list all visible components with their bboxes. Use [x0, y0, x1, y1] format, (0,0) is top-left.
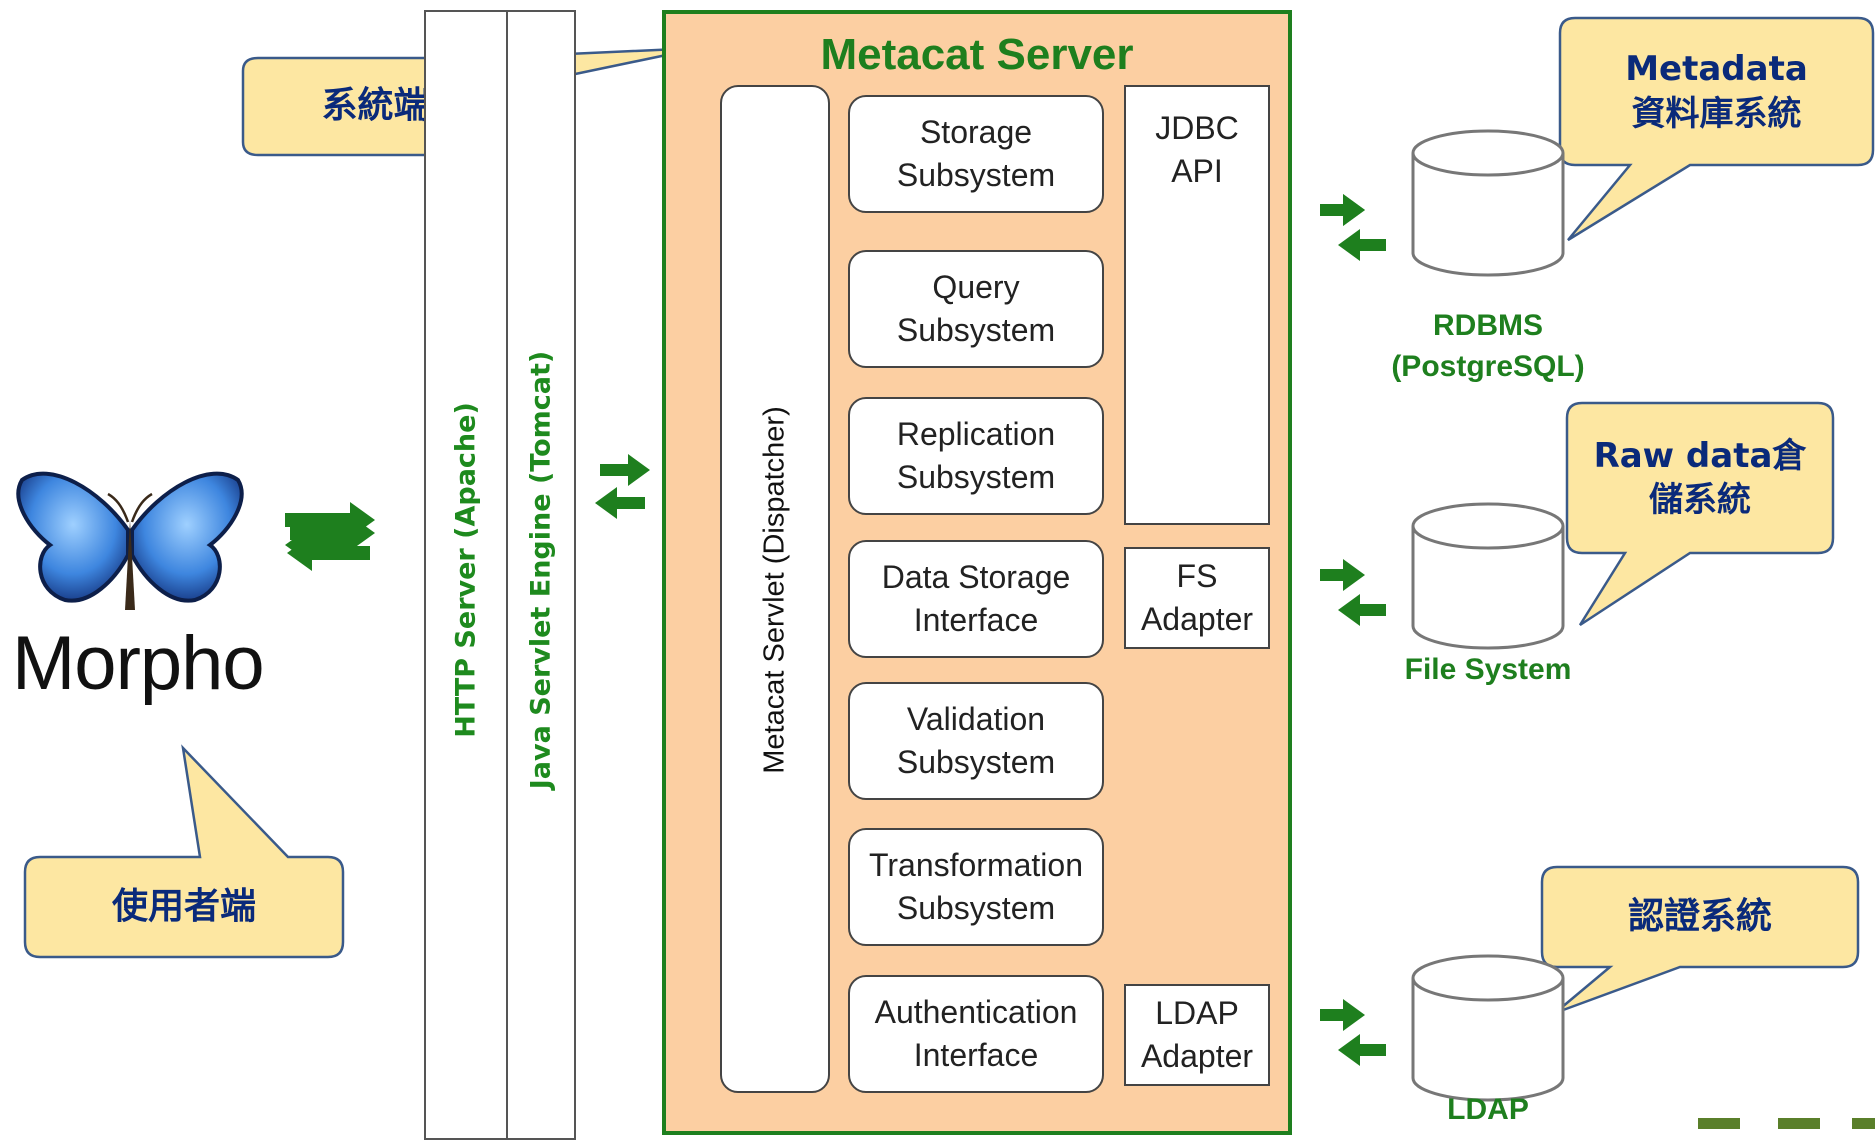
- transformation-subsystem-box: Transformation Subsystem: [848, 828, 1104, 946]
- corner-decoration: [1778, 1118, 1820, 1129]
- validation-subsystem-box: Validation Subsystem: [848, 682, 1104, 800]
- query-subsystem-box: Query Subsystem: [848, 250, 1104, 368]
- http-server-label: HTTP Server (Apache): [450, 402, 482, 738]
- system-callout-text: 系統端: [321, 85, 430, 127]
- authentication-interface-box: Authentication Interface: [848, 975, 1104, 1093]
- ldap-database-icon: [1411, 954, 1565, 1102]
- ldap-label: LDAP: [1447, 1093, 1529, 1126]
- servlet-engine-bar: [506, 10, 576, 1140]
- client-callout-text: 使用者端: [111, 885, 256, 927]
- rawdata-callout-balloon: [1565, 401, 1835, 627]
- auth-callout-text: 認證系統: [1627, 895, 1772, 937]
- client-callout-balloon: [23, 744, 345, 959]
- metacat-server-title: Metacat Server: [820, 30, 1134, 79]
- replication-subsystem-box: Replication Subsystem: [848, 397, 1104, 515]
- servlet-engine-label: Java Servlet Engine (Tomcat): [525, 350, 557, 790]
- rdbms-label: RDBMS (PostgreSQL): [1391, 309, 1585, 383]
- rdbms-database-icon: [1411, 129, 1565, 277]
- corner-decoration: [1852, 1118, 1875, 1129]
- fs-adapter-box: FS Adapter: [1124, 547, 1270, 649]
- rawdata-callout-text: Raw data倉 儲系統: [1593, 435, 1807, 520]
- metadata-callout-balloon: [1558, 16, 1875, 242]
- morpho-label: Morpho: [12, 621, 265, 706]
- butterfly-logo-icon: [16, 471, 244, 610]
- corner-decoration: [1698, 1118, 1740, 1129]
- jdbc-api-box: JDBC API: [1124, 85, 1270, 525]
- data-storage-interface-box: Data Storage Interface: [848, 540, 1104, 658]
- ldap-adapter-box: LDAP Adapter: [1124, 984, 1270, 1086]
- metacat-servlet-label: Metacat Servlet (Dispatcher): [758, 406, 791, 774]
- storage-subsystem-box: Storage Subsystem: [848, 95, 1104, 213]
- metadata-callout-text: Metadata 資料庫系統: [1625, 49, 1808, 134]
- auth-callout-balloon: [1540, 865, 1860, 1015]
- fs-database-icon: [1411, 502, 1565, 650]
- metacat-servlet-box: [720, 85, 830, 1093]
- fs-label: File System: [1404, 653, 1572, 686]
